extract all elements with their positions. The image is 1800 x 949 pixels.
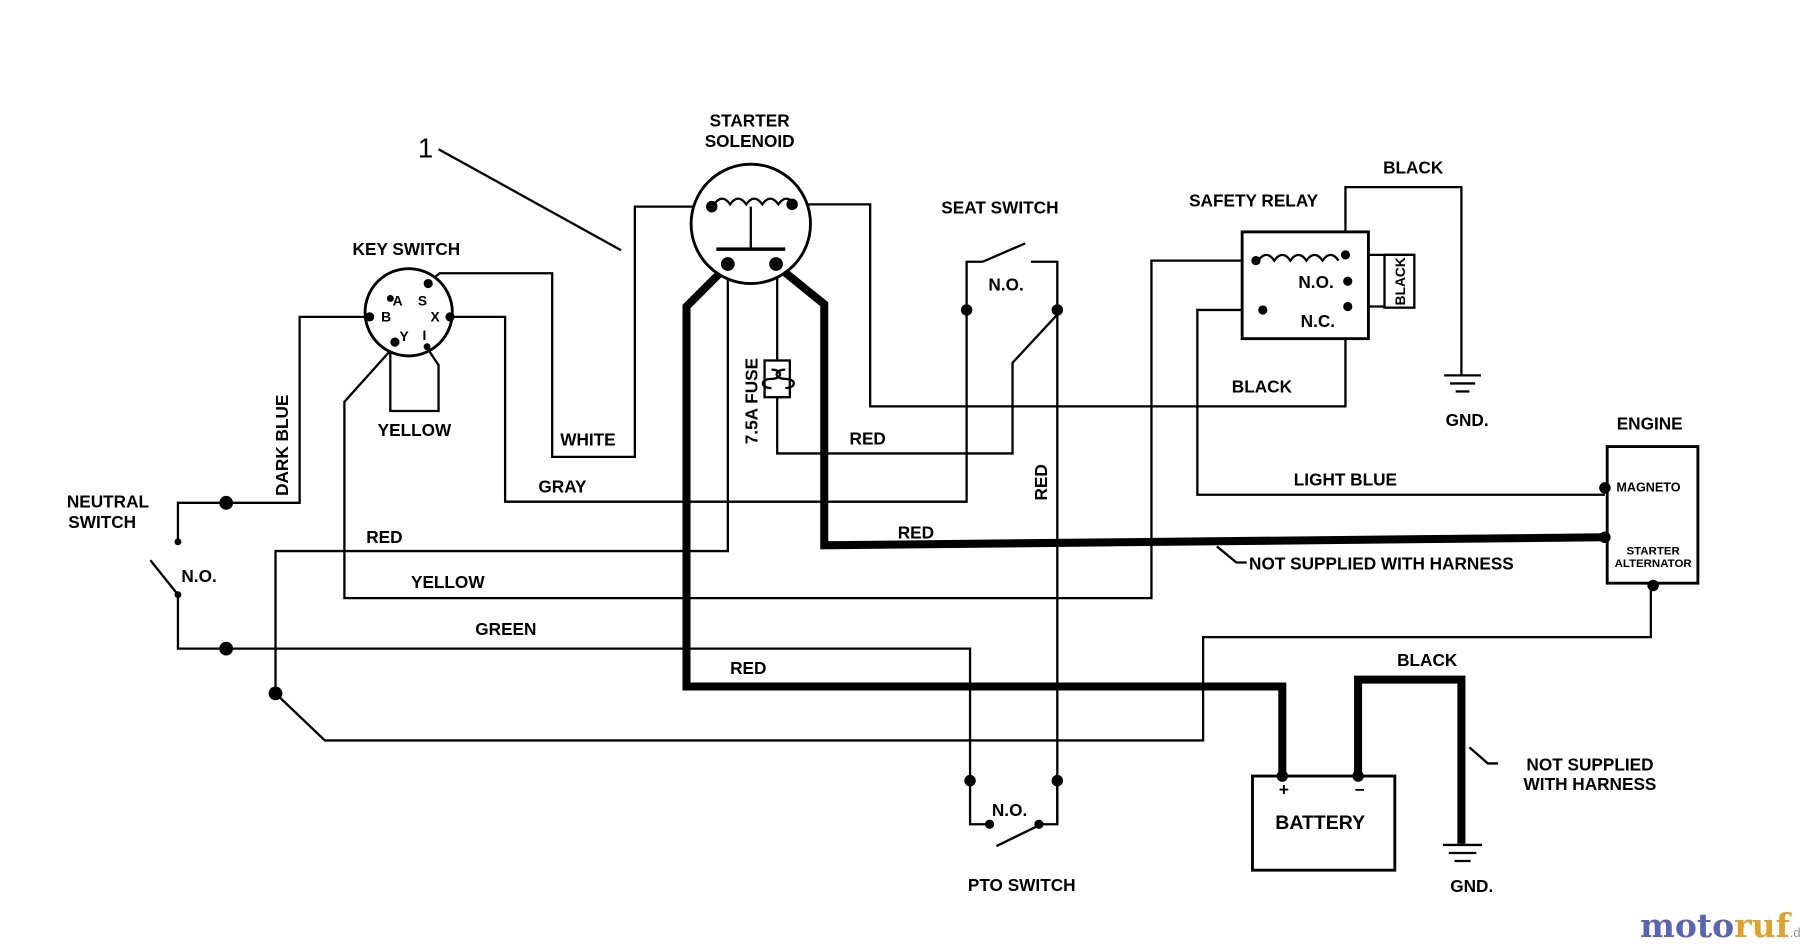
gray-wire — [451, 309, 968, 503]
battery-minus-label: − — [1355, 780, 1365, 800]
starter-solenoid-label-1: STARTER — [710, 110, 791, 130]
ground-symbol-bottom — [1443, 843, 1483, 863]
battery-label: BATTERY — [1275, 812, 1365, 834]
red-fuse-label: RED — [850, 428, 886, 448]
fuse-label: 7.5A FUSE — [742, 358, 762, 444]
ground-symbol-top — [1444, 374, 1481, 393]
engine-label: ENGINE — [1617, 413, 1683, 433]
relay-side-black-label: BLACK — [1393, 257, 1408, 305]
magneto-label: MAGNETO — [1616, 480, 1680, 494]
pto-switch-blade — [995, 823, 1042, 848]
red-battery-label: RED — [730, 658, 766, 678]
red-key-label: RED — [366, 527, 402, 547]
key-terminal-x: X — [431, 309, 441, 324]
neutral-switch-blade — [149, 559, 179, 596]
relay-black-wire — [792, 203, 1347, 408]
starter-red-wire — [773, 262, 1605, 550]
light-blue-wire — [1196, 308, 1605, 496]
safety-relay-label: SAFETY RELAY — [1189, 191, 1319, 211]
key-terminal-y: Y — [400, 329, 409, 344]
not-supplied-arrow-2 — [1468, 746, 1499, 765]
alternator-label: ALTERNATOR — [1615, 558, 1693, 570]
black-top-wire — [1344, 185, 1463, 376]
dark-blue-label: DARK BLUE — [272, 395, 292, 496]
pto-left-lead — [968, 780, 990, 826]
battery — [1251, 770, 1397, 872]
green-wire-label: GREEN — [475, 619, 536, 639]
gnd-top-label: GND. — [1446, 410, 1489, 430]
pto-switch-label: PTO SWITCH — [968, 875, 1076, 895]
red-key-wire — [274, 266, 729, 694]
seat-switch-state: N.O. — [988, 274, 1023, 294]
watermark-part-c: .de — [1789, 925, 1800, 940]
key-terminal-a: A — [393, 293, 403, 308]
key-terminal-i: I — [422, 328, 426, 343]
yellow-wire — [343, 259, 1254, 600]
engine — [1599, 445, 1700, 592]
battery-plus-label: + — [1279, 780, 1289, 800]
neutral-switch[interactable] — [174, 495, 283, 701]
white-wire-label: WHITE — [560, 429, 615, 449]
battery-red-wire — [682, 262, 1287, 777]
battery-black-wire — [1354, 675, 1466, 844]
fuse — [761, 359, 795, 399]
seat-switch-left-top — [965, 260, 983, 310]
gray-wire-label: GRAY — [538, 476, 587, 496]
starter-solenoid-label-2: SOLENOID — [705, 131, 795, 151]
yellow-wire-label: YELLOW — [411, 572, 485, 592]
pto-state-label: N.O. — [992, 800, 1027, 820]
white-wire — [427, 205, 712, 459]
starter-label: STARTER — [1626, 545, 1680, 557]
gnd-bottom-label: GND. — [1450, 876, 1493, 896]
pto-right-lead — [1038, 780, 1059, 826]
seat-switch-blade — [982, 242, 1026, 263]
callout-number: 1 — [418, 132, 433, 163]
thick-wires — [682, 262, 1605, 844]
not-supplied-arrow-1 — [1216, 545, 1247, 564]
not-supplied-label-1: NOT SUPPLIED WITH HARNESS — [1249, 553, 1514, 573]
key-terminal-b: B — [381, 309, 391, 324]
callout-leader — [437, 148, 622, 252]
seat-switch-right-top — [1030, 260, 1059, 310]
fuse-red-wire — [776, 277, 1059, 455]
watermark-part-a: moto — [1640, 906, 1735, 945]
light-blue-label: LIGHT BLUE — [1294, 470, 1397, 490]
watermark-part-b: ruf — [1734, 906, 1790, 945]
neutral-state-label: N.O. — [181, 566, 216, 586]
yellow-loop — [389, 344, 440, 413]
pto-switch[interactable] — [964, 774, 1064, 829]
relay-no-label: N.O. — [1298, 272, 1333, 292]
safety-relay — [1240, 230, 1416, 341]
key-switch[interactable]: A S B X Y I — [363, 267, 455, 358]
not-supplied-label-2b: WITH HARNESS — [1524, 774, 1657, 794]
neutral-switch-label-2: SWITCH — [68, 512, 136, 532]
seat-switch[interactable] — [960, 304, 1064, 316]
yellow-loop-label: YELLOW — [378, 420, 452, 440]
key-terminal-s: S — [418, 293, 427, 308]
red-starter-label: RED — [898, 522, 934, 542]
relay-black-label: BLACK — [1232, 377, 1293, 397]
not-supplied-label-2a: NOT SUPPLIED — [1526, 754, 1653, 774]
relay-nc-label: N.C. — [1301, 311, 1335, 331]
seat-switch-label: SEAT SWITCH — [941, 198, 1058, 218]
black-top-label: BLACK — [1383, 157, 1444, 177]
red-vertical-label: RED — [1031, 464, 1051, 500]
starter-solenoid — [689, 162, 812, 285]
key-switch-label: KEY SWITCH — [353, 239, 461, 259]
black-battery-label: BLACK — [1397, 650, 1458, 670]
watermark-logo: motoruf.de — [1640, 906, 1800, 945]
dark-blue-wire — [176, 315, 369, 542]
neutral-switch-label-1: NEUTRAL — [67, 491, 149, 511]
